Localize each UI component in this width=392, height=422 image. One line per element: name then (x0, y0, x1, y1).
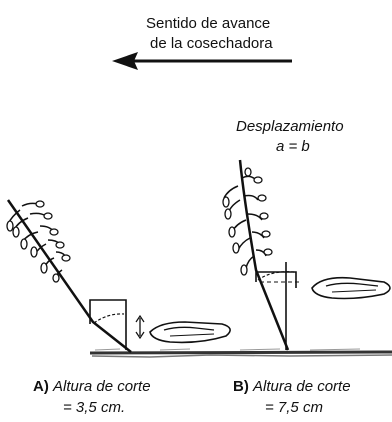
cutter-bar-b (255, 262, 391, 350)
direction-arrow (112, 52, 292, 70)
ground-line (89, 348, 392, 358)
caption-a-label: A) (33, 378, 49, 395)
cutter-bar-a (89, 299, 231, 350)
displacement-title: Desplazamiento (236, 118, 344, 135)
direction-label-line-2: de la cosechadora (150, 35, 273, 52)
caption-b-label: B) (233, 378, 249, 395)
caption-a-text: Altura de corte (53, 378, 151, 395)
caption-a-value: = 3,5 cm. (63, 399, 126, 416)
plant-a (6, 199, 132, 353)
caption-b: B) Altura de corte (233, 378, 351, 395)
plant-b (222, 159, 290, 351)
displacement-equation: a = b (276, 138, 310, 155)
direction-label-line-1: Sentido de avance (146, 15, 271, 32)
caption-a: A) Altura de corte (33, 378, 151, 395)
caption-b-text: Altura de corte (253, 378, 351, 395)
caption-b-value: = 7,5 cm (265, 399, 323, 416)
